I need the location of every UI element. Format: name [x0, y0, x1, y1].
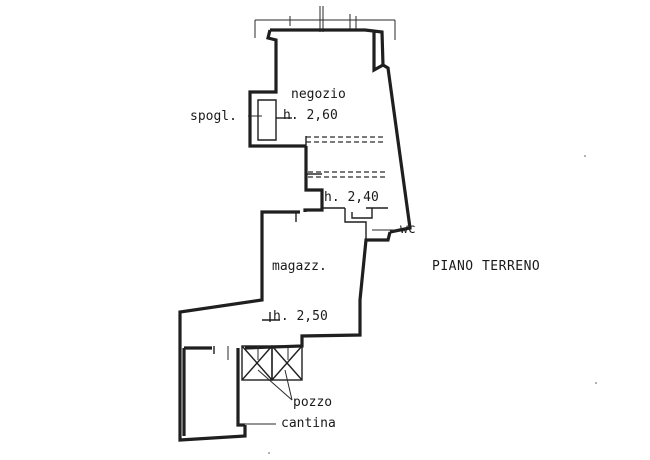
- pozzo-label: pozzo: [293, 395, 332, 410]
- corridor-height: h. 2,40: [324, 190, 379, 205]
- wc-label: wc: [400, 222, 416, 237]
- spogl-label: spogl.: [190, 109, 237, 124]
- magazz-height: h. 2,50: [273, 309, 328, 324]
- site-boundary-top: [254, 6, 396, 40]
- outer-walls: [178, 28, 412, 442]
- cantina-label: cantina: [281, 416, 336, 431]
- leader-lines: [238, 115, 398, 425]
- inner-walls: [213, 99, 388, 354]
- pozzo-well: [227, 345, 303, 381]
- magazz-label: magazz.: [272, 259, 327, 274]
- negozio-height: h. 2,60: [283, 108, 338, 123]
- negozio-label: negozio: [291, 87, 346, 102]
- floor-title: PIANO TERRENO: [432, 259, 540, 274]
